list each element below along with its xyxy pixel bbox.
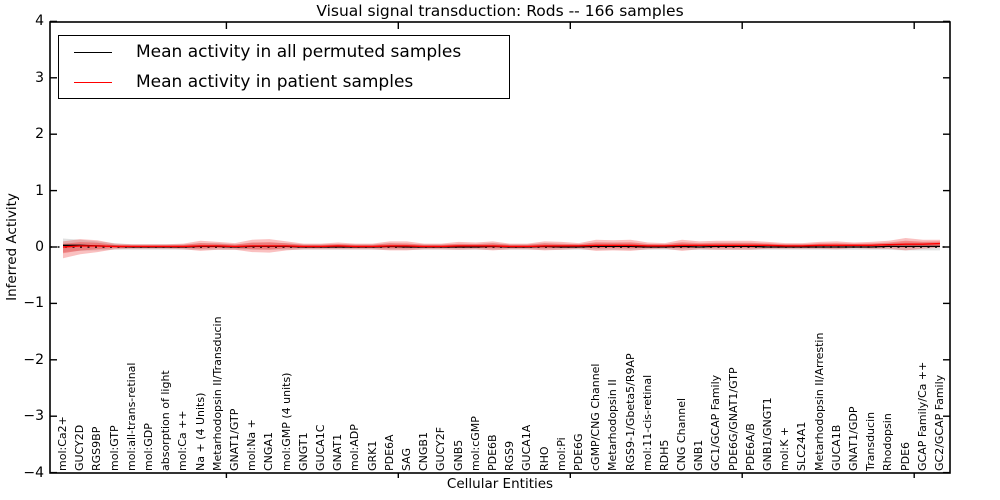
x-tick-label: mol:K + [778, 426, 792, 471]
y-tick-label: 2 [35, 126, 44, 143]
y-tick-label: 4 [35, 13, 44, 30]
legend-entry-permuted: Mean activity in all permuted samples [59, 38, 509, 66]
x-tick-label: GUCA1B [829, 424, 843, 471]
x-tick-label: mol:ADP [348, 424, 362, 471]
x-tick-label: mol:GDP [142, 423, 155, 471]
x-tick-label: Metarhodopsin II/Arrestin [812, 332, 826, 471]
x-tick-label: mol:Ca2+ [56, 416, 69, 471]
chart-title: Visual signal transduction: Rods -- 166 … [316, 2, 684, 20]
x-tick-label: GUCA1A [520, 424, 534, 471]
x-tick-label: GNB5 [451, 439, 465, 471]
patient-line-swatch [74, 81, 112, 83]
x-tick-label: GNAT1/GTP [228, 408, 241, 471]
x-tick-label: SLC24A1 [795, 421, 809, 471]
y-tick-label: −3 [23, 408, 44, 425]
x-tick-label: mol:GTP [107, 425, 121, 471]
x-tick-label: cGMP/CNG Channel [589, 363, 603, 472]
y-tick-label: 3 [35, 69, 44, 86]
x-tick-label: GUCY2F [434, 426, 448, 471]
x-tick-label: Transducin [864, 411, 878, 471]
x-tick-label: GNAT1 [331, 433, 345, 471]
x-tick-label: mol:Na + [245, 419, 259, 471]
x-tick-label: mol:11-cis-retinal [640, 374, 654, 471]
x-tick-label: PDE6 [898, 441, 912, 471]
y-tick-label: −2 [23, 351, 44, 368]
x-tick-label: RHO [537, 446, 551, 471]
x-tick-label: PDE6A [382, 434, 396, 471]
x-tick-label: RDH5 [657, 439, 671, 471]
x-tick-label: SAG [399, 447, 413, 471]
x-axis-label: Cellular Entities [446, 476, 554, 492]
x-tick-label: GNB1 [692, 439, 706, 471]
x-tick-label: RGS9BP [90, 426, 104, 471]
x-tick-label: Metarhodopsin II [606, 379, 620, 471]
x-tick-label: mol:Pi [554, 437, 568, 471]
x-tick-label: PDE6A/B [743, 423, 757, 471]
x-tick-label: Metarhodopsin II/Transducin [210, 316, 224, 471]
x-tick-label: GCAP Family/Ca ++ [915, 361, 929, 471]
x-tick-label: mol:GMP (4 units) [279, 372, 293, 471]
x-tick-label: CNG Channel [675, 397, 689, 471]
x-tick-label: mol:Ca ++ [176, 410, 190, 471]
x-tick-label: CNGA1 [262, 432, 276, 471]
x-tick-label: GUCY2D [73, 424, 87, 471]
permuted-std-band [63, 238, 940, 253]
x-tick-label: CNGB1 [417, 432, 431, 471]
x-tick-label: Rhodopsin [881, 413, 895, 471]
y-tick-label: 0 [35, 239, 44, 255]
x-tick-label: GNGT1 [296, 432, 310, 471]
x-tick-label: GRK1 [365, 440, 379, 471]
x-tick-label: RGS9-1/Gbeta5/R9AP [623, 353, 637, 471]
x-tick-label: PDE6B [485, 434, 499, 471]
x-tick-label: GNB1/GNGT1 [761, 397, 774, 471]
x-tick-label: RGS9 [503, 440, 517, 471]
x-tick-label: absorption of light [159, 370, 173, 471]
x-tick-label: PDE6G/GNAT1/GTP [726, 367, 740, 471]
y-tick-label: −1 [23, 295, 44, 312]
x-tick-label: GNAT1/GDP [847, 406, 860, 471]
patient-mean-line [62, 242, 941, 248]
x-tick-label: Na + (4 Units) [193, 392, 207, 471]
legend-label-permuted: Mean activity in all permuted samples [136, 42, 462, 62]
x-tick-label: mol:all-trans-retinal [124, 362, 138, 471]
permuted-line-swatch [74, 51, 112, 53]
y-tick-label: 1 [35, 182, 44, 199]
legend: Mean activity in all permuted samples Me… [58, 35, 510, 99]
x-tick-label: GC2/GCAP Family [933, 374, 946, 471]
x-tick-label: GC1/GCAP Family [709, 374, 723, 471]
x-tick-label: mol:cGMP [468, 416, 482, 471]
legend-entry-patient: Mean activity in patient samples [59, 68, 509, 96]
legend-label-patient: Mean activity in patient samples [136, 72, 414, 92]
x-tick-label: GUCA1C [313, 424, 327, 471]
y-tick-label: −4 [23, 464, 44, 481]
x-tick-label: PDE6G [571, 433, 585, 471]
patient-std-band-outer [63, 238, 940, 259]
